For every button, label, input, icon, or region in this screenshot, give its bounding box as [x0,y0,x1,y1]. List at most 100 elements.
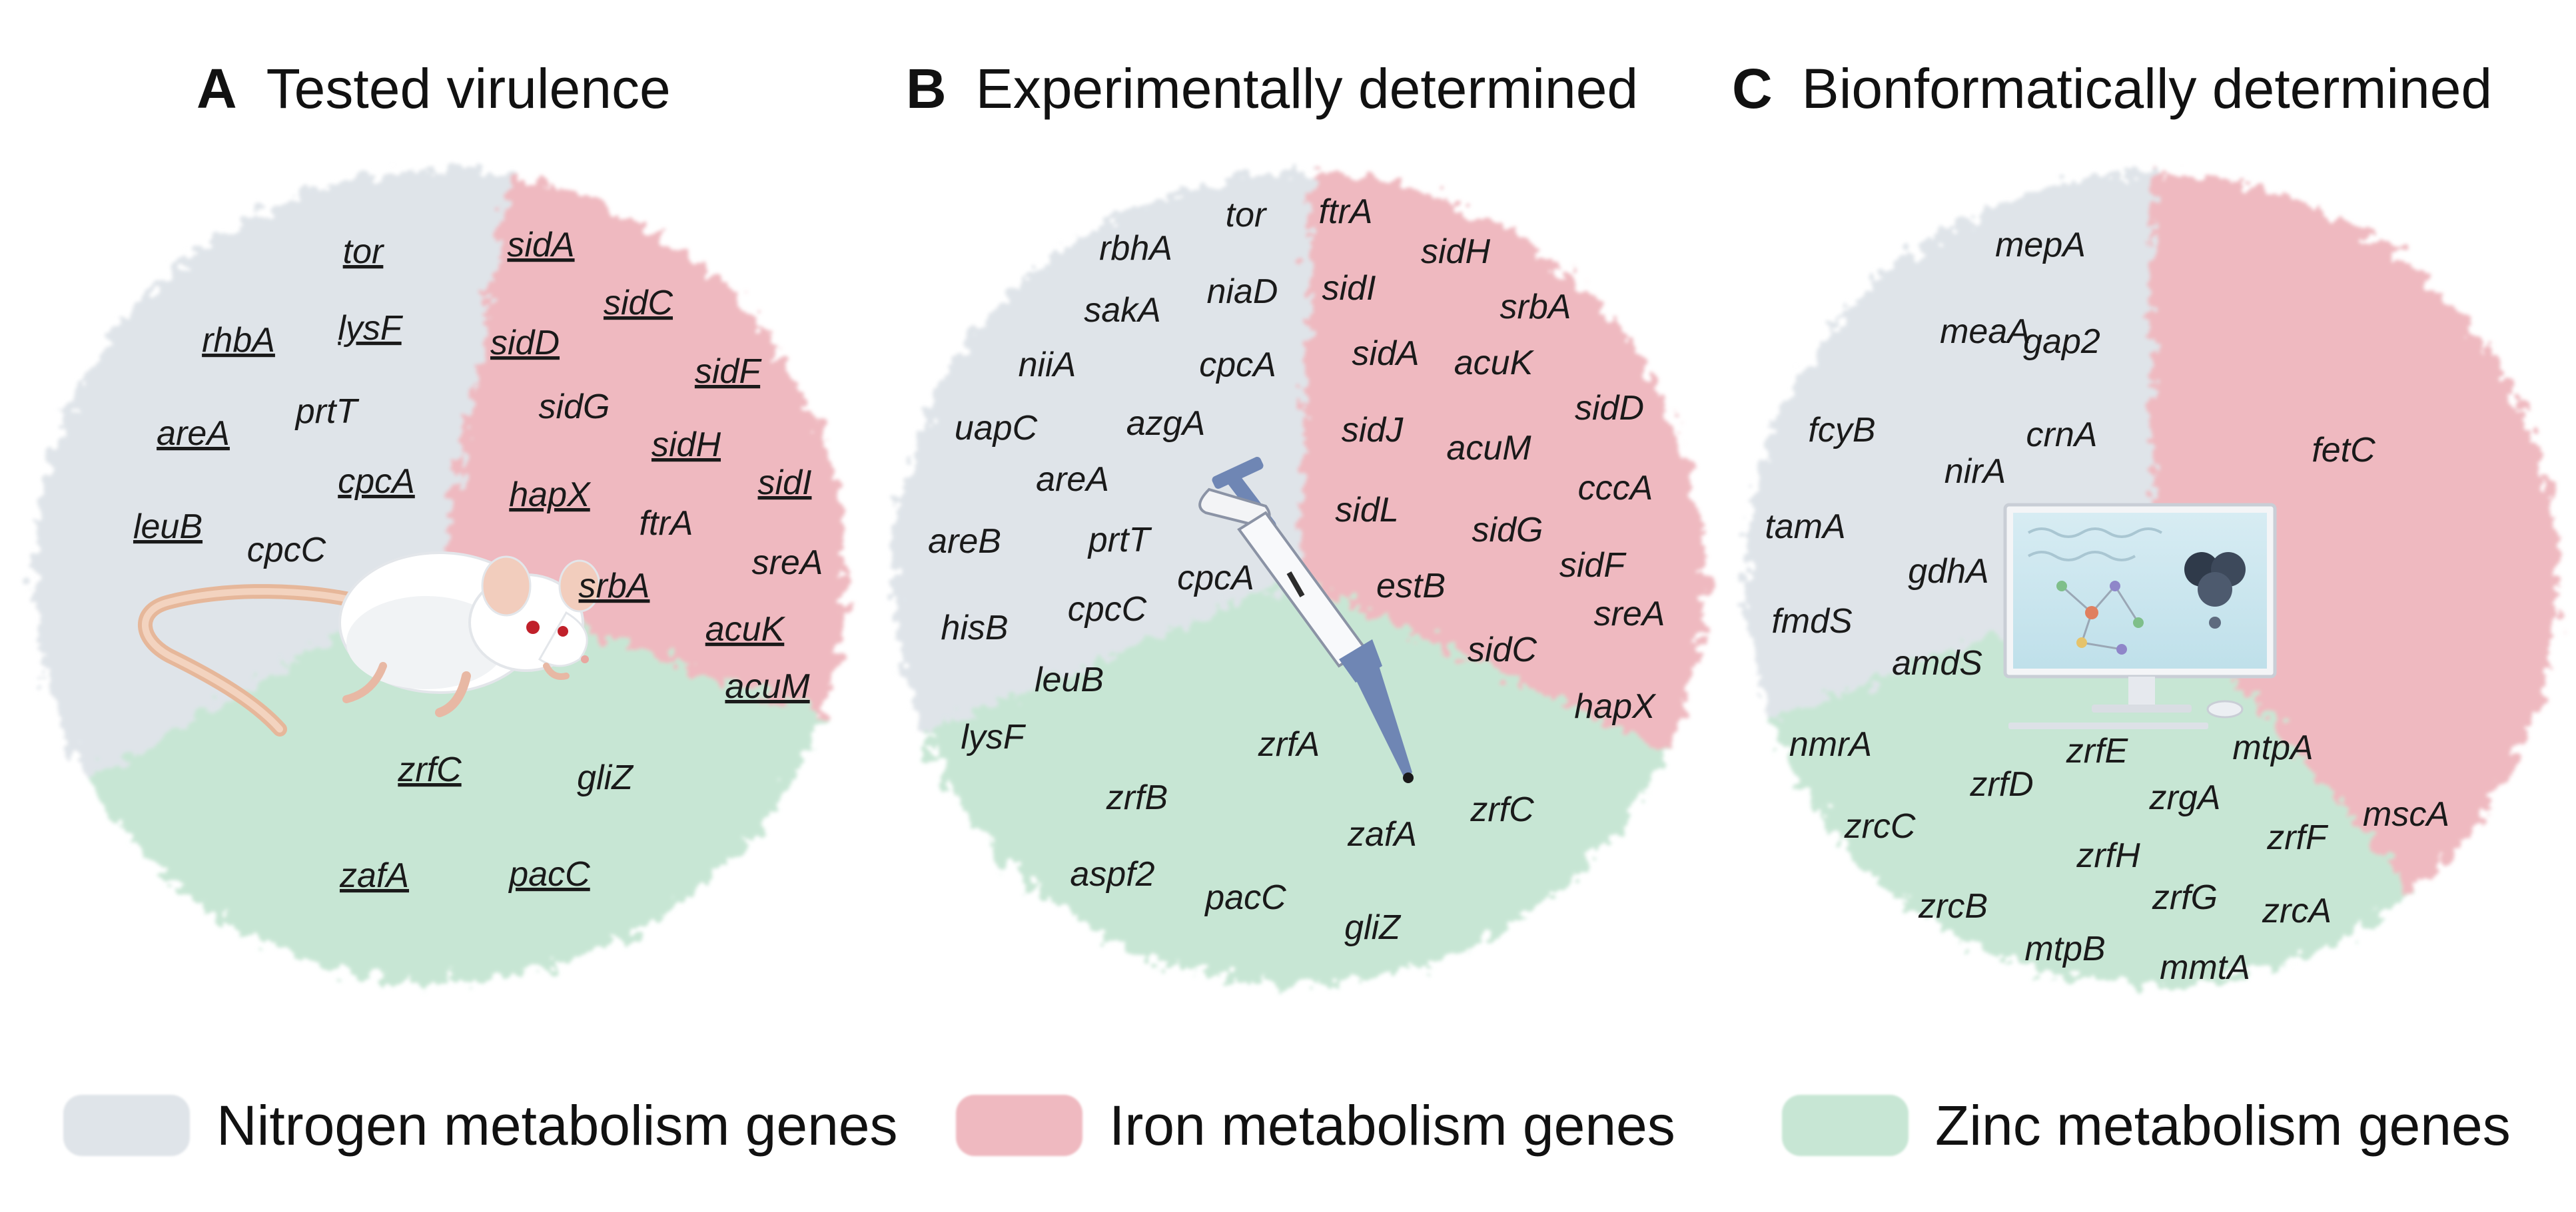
gene-label-a-iron-srbA: srbA [579,567,650,605]
gene-label-b-iron-sidH: sidH [1421,232,1490,271]
gene-label-b-nitrogen-areA: areA [1036,460,1109,499]
legend-item-iron: Iron metabolism genes [956,1092,1675,1159]
gene-label-a-zinc-zafA: zafA [339,856,409,895]
gene-label-c-nitrogen-meaA: meaA [1940,312,2030,351]
gene-label-b-zinc-pacC: pacC [1204,878,1286,917]
gene-label-a-nitrogen-prtT: prtT [294,392,360,431]
gene-label-a-iron-hapX: hapX [509,475,592,514]
gene-label-a-iron-sreA: sreA [752,543,823,582]
gene-label-c-zinc-mscA: mscA [2363,795,2449,834]
gene-label-b-nitrogen-lysF: lysF [961,718,1027,757]
gene-label-a-nitrogen-rhbA: rhbA [202,321,275,360]
legend-swatch-iron [956,1095,1082,1156]
gene-label-c-nitrogen-gap2: gap2 [2023,322,2100,361]
gene-label-b-iron-sidD: sidD [1575,389,1644,428]
gene-label-a-zinc-zrfC: zrfC [397,751,462,789]
gene-label-c-zinc-mtpA: mtpA [2232,729,2313,767]
legend-label-nitrogen: Nitrogen metabolism genes [216,1093,898,1157]
gene-label-b-iron-sidL: sidL [1335,491,1398,529]
gene-label-b-nitrogen-cpcA: cpcA [1177,559,1254,597]
gene-label-c-zinc-mmtA: mmtA [2160,948,2250,987]
gene-label-b-iron-acuM: acuM [1446,429,1531,467]
gene-label-a-iron-sidH: sidH [651,426,721,464]
gene-label-b-iron-estB: estB [1376,567,1446,605]
panel-a-zinc-sector [87,576,822,983]
gene-label-c-zinc-mtpB: mtpB [2024,930,2105,968]
gene-label-c-zinc-zrcB: zrcB [1918,887,1988,926]
gene-label-c-zinc-zrfE: zrfE [2066,732,2129,770]
gene-label-c-nitrogen-gdhA: gdhA [1908,552,1988,591]
gene-label-a-nitrogen-lysF: lysF [338,309,404,348]
gene-label-a-iron-sidD: sidD [490,324,560,362]
legend-swatch-zinc [1782,1095,1909,1156]
gene-label-b-zinc-zrfB: zrfB [1106,778,1168,817]
gene-label-c-zinc-zrcA: zrcA [2262,892,2332,930]
gene-label-b-nitrogen-rbhA: rbhA [1099,229,1172,268]
gene-label-c-zinc-zrfH: zrfH [2076,836,2140,875]
gene-label-b-iron-sidI: sidI [1322,269,1376,308]
gene-label-b-zinc-gliZ: gliZ [1344,908,1402,947]
gene-label-a-iron-acuM: acuM [725,667,810,706]
gene-label-a-nitrogen-tor: tor [343,232,385,271]
gene-label-b-iron-sidC: sidC [1468,631,1537,669]
gene-label-a-iron-sidG: sidG [539,388,610,426]
panel-a-title: A Tested virulence [197,52,671,125]
legend-swatch-nitrogen [63,1095,190,1156]
gene-label-c-nitrogen-nmrA: nmrA [1789,725,1872,764]
mouse-icon [138,551,601,737]
gene-label-c-nitrogen-nirA: nirA [1944,452,2006,491]
gene-label-c-nitrogen-tamA: tamA [1765,507,1845,546]
gene-label-a-iron-sidI: sidI [758,463,812,502]
panel-b-letter: B [906,57,947,120]
gene-label-c-zinc-zrfD: zrfD [1969,765,2033,804]
gene-label-b-iron-cccA: cccA [1578,469,1653,507]
gene-label-b-iron-sreA: sreA [1594,595,1665,633]
panel-c-letter: C [1732,57,1773,120]
panel-c-title-text: Bionformatically determined [1801,57,2493,120]
legend-label-iron: Iron metabolism genes [1109,1093,1675,1157]
gene-label-b-zinc-zrfC: zrfC [1470,790,1534,829]
gene-label-a-nitrogen-cpcA: cpcA [338,462,415,501]
panel-c-zinc-sector [1769,579,2413,986]
gene-label-a-iron-ftrA: ftrA [640,504,693,543]
gene-label-b-nitrogen-areB: areB [928,522,1001,561]
gene-label-c-nitrogen-fcyB: fcyB [1808,411,1875,450]
gene-label-a-zinc-gliZ: gliZ [577,758,634,797]
gene-label-b-iron-ftrA: ftrA [1319,192,1373,231]
panel-b-title-text: Experimentally determined [975,57,1639,120]
gene-label-b-iron-acuK: acuK [1454,344,1535,382]
gene-label-a-iron-sidA: sidA [507,226,574,264]
gene-label-b-iron-sidF: sidF [1559,546,1627,585]
gene-label-b-nitrogen-niiA: niiA [1019,346,1076,384]
panel-b-zinc-sector [922,579,1667,986]
gene-label-b-zinc-zafA: zafA [1347,815,1417,854]
gene-label-c-nitrogen-fmdS: fmdS [1771,602,1853,641]
gene-label-a-iron-acuK: acuK [705,610,786,649]
gene-label-a-zinc-pacC: pacC [508,855,590,894]
panel-a-title-text: Tested virulence [266,57,671,120]
gene-label-a-nitrogen-areA: areA [157,414,230,453]
gene-label-a-nitrogen-leuB: leuB [133,507,203,546]
gene-label-b-nitrogen-cpcA: cpcA [1199,346,1276,384]
panel-b-circle [892,173,1705,986]
gene-label-b-iron-sidJ: sidJ [1342,411,1404,450]
gene-label-a-iron-sidF: sidF [695,352,762,391]
legend-label-zinc: Zinc metabolism genes [1935,1093,2511,1157]
gene-label-c-zinc-zrfF: zrfF [2266,818,2329,857]
gene-label-b-zinc-aspf2: aspf2 [1070,855,1154,894]
gene-label-b-nitrogen-azgA: azgA [1126,404,1206,443]
gene-label-b-nitrogen-prtT: prtT [1087,521,1152,559]
panel-b-nitrogen-sector [892,173,1314,732]
panel-b-iron-sector [1299,173,1705,751]
legend-item-nitrogen: Nitrogen metabolism genes [63,1092,898,1159]
gene-label-b-nitrogen-niaD: niaD [1207,272,1278,311]
gene-label-b-nitrogen-cpcC: cpcC [1068,590,1147,629]
gene-label-b-nitrogen-hisB: hisB [941,609,1008,647]
panel-b-title: B Experimentally determined [906,52,1638,125]
gene-label-b-iron-sidG: sidG [1472,511,1543,549]
gene-labels: tor rhbA lysF prtT areA cpcA leuB cpcC sidA sidC s… [133,192,2449,987]
gene-label-c-nitrogen-crnA: crnA [2026,416,2098,454]
gene-label-b-nitrogen-uapC: uapC [955,409,1038,448]
gene-label-c-zinc-zrcC: zrcC [1844,807,1916,846]
